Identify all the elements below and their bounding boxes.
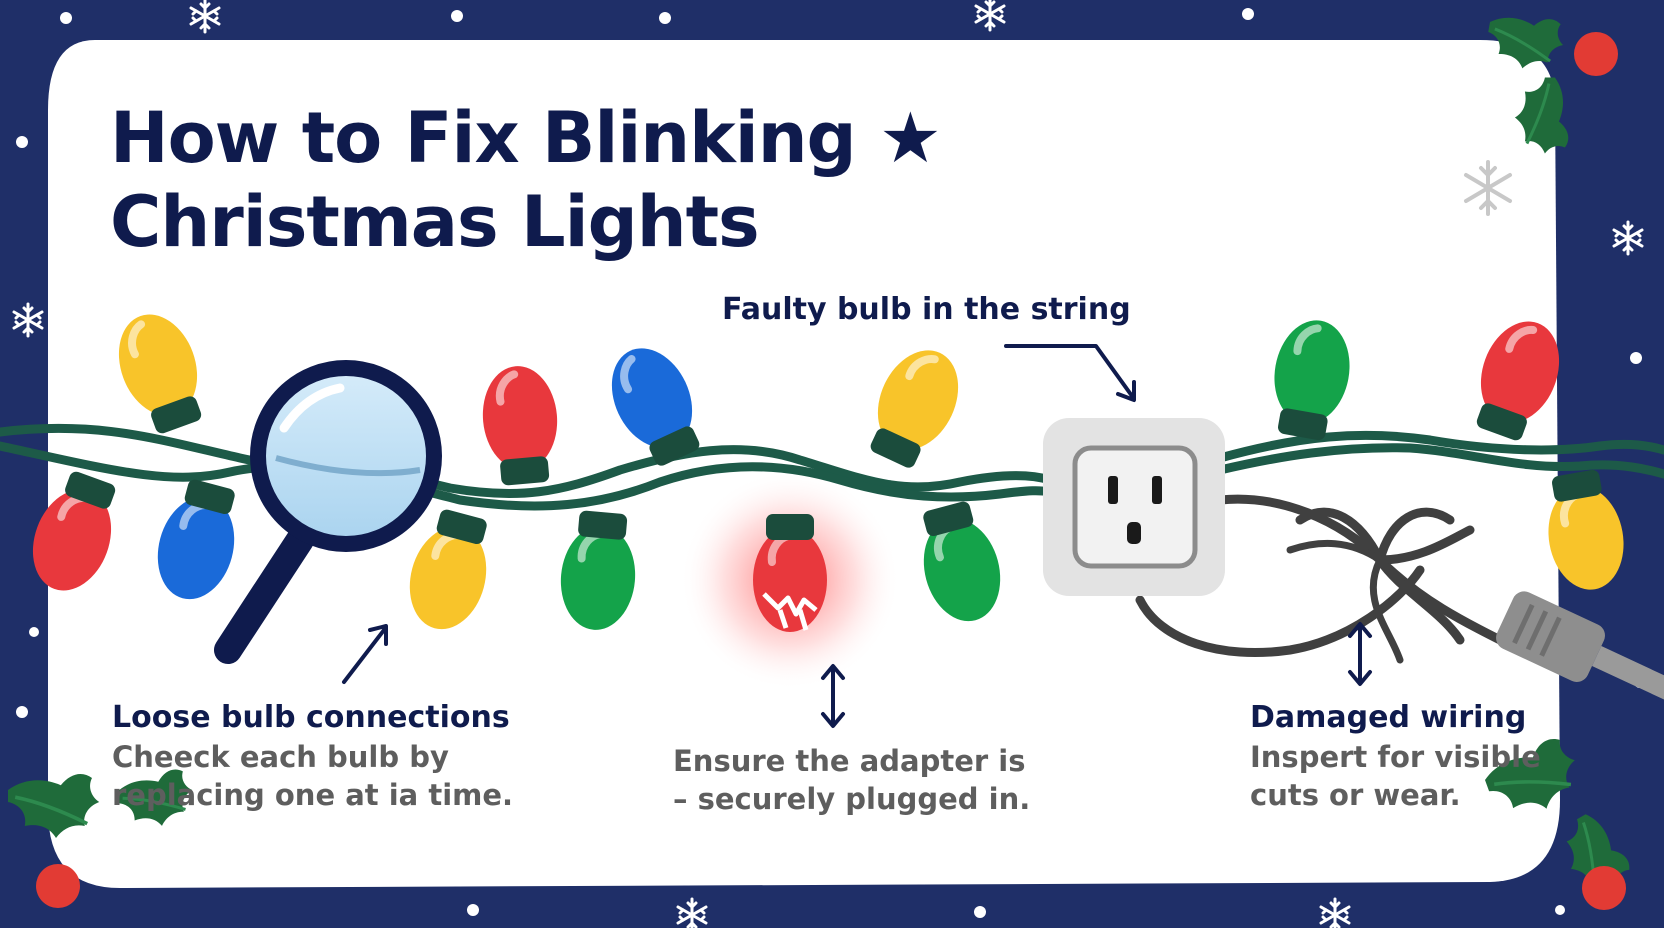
page-title: How to Fix Blinking ★ Christmas Lights	[110, 96, 942, 264]
damaged-wire	[1135, 494, 1525, 664]
power-plug-icon	[1496, 591, 1664, 700]
callout-loose-connections: Loose bulb connections Cheeck each bulb …	[112, 698, 513, 814]
callout-loose-line-2: replacing one at ia time.	[112, 778, 514, 812]
holly-berry	[1574, 32, 1618, 76]
light-bulb	[409, 509, 487, 630]
light-bulb	[118, 314, 202, 434]
callout-loose-title: Loose bulb connections	[112, 700, 510, 735]
callout-loose-line-1: Cheeck each bulb by	[112, 740, 449, 774]
snowflake-icon	[1612, 220, 1644, 256]
callout-arrows	[342, 344, 1372, 728]
light-bulb	[157, 479, 235, 600]
snowflake-icon	[12, 302, 44, 338]
callout-damaged-wiring: Damaged wiring Inspert for visible cuts …	[1250, 698, 1541, 814]
arrow-faulty-bulb	[1004, 344, 1134, 398]
light-bulb	[870, 350, 959, 468]
snowflake-icon	[974, 0, 1006, 32]
light-bulb	[611, 348, 700, 466]
callout-wiring-line-1: Inspert for visible	[1250, 740, 1541, 774]
star-icon: ★	[879, 97, 942, 179]
light-bulb	[923, 501, 1001, 622]
title-line-1: How to Fix Blinking	[110, 97, 857, 179]
light-bulb	[1274, 320, 1350, 441]
callout-faulty-bulb: Faulty bulb in the string	[722, 292, 1131, 327]
snowflake-icon	[676, 897, 708, 928]
arrow-adapter-heads	[821, 664, 845, 728]
holly-berry	[36, 864, 80, 908]
callout-adapter-line-1: Ensure the adapter is	[673, 744, 1026, 778]
power-outlet-icon	[1043, 418, 1225, 596]
title-line-2: Christmas Lights	[110, 181, 760, 263]
callout-wiring-title: Damaged wiring	[1250, 700, 1527, 735]
light-bulb	[482, 366, 558, 486]
snowflake-icon	[189, 0, 221, 34]
light-string-wire	[0, 423, 1664, 511]
magnifying-glass-icon	[214, 360, 442, 664]
light-bulb	[560, 510, 636, 630]
arrow-loose	[342, 628, 386, 684]
callout-adapter: Ensure the adapter is – securely plugged…	[673, 742, 1030, 818]
light-bulb	[32, 471, 116, 591]
holly-berry	[1582, 866, 1626, 910]
snowflake-icon	[1319, 897, 1351, 928]
light-bulb	[1476, 321, 1560, 441]
arrow-loose-head	[368, 624, 388, 646]
faulty-bulb	[753, 514, 827, 632]
callout-adapter-line-2: – securely plugged in.	[673, 782, 1031, 816]
arrow-faulty-bulb-head	[1116, 380, 1136, 402]
callout-wiring-line-2: cuts or wear.	[1250, 778, 1461, 812]
arrow-wiring-heads	[1348, 622, 1372, 686]
light-bulb	[1548, 469, 1624, 590]
